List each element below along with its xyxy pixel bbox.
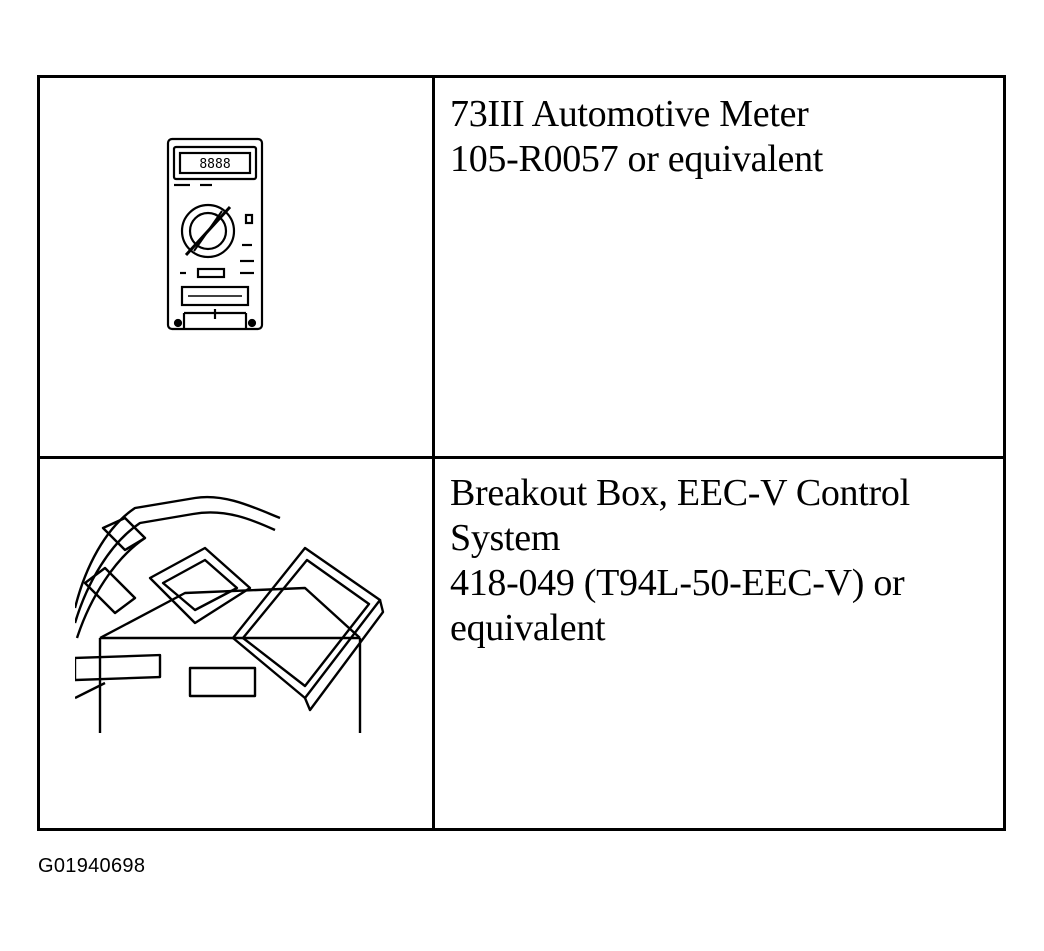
breakout-box-icon	[75, 495, 385, 733]
tool-line: 73III Automotive Meter	[450, 93, 809, 135]
tool-description-meter: 73III Automotive Meter 105-R0057 or equi…	[450, 92, 990, 182]
tool-line: Breakout Box, EEC-V Control	[450, 472, 910, 514]
svg-text:8888: 8888	[199, 157, 230, 172]
tool-line: System	[450, 517, 561, 559]
multimeter-icon: 8888	[166, 137, 264, 331]
tool-description-breakout-box: Breakout Box, EEC-V Control System 418-0…	[450, 471, 990, 651]
column-divider	[432, 78, 435, 828]
tool-line: 418-049 (T94L-50-EEC-V) or	[450, 562, 905, 604]
tool-table: 8888 73III Automotive Meter 105-R0057 or…	[37, 75, 1006, 831]
row-divider	[40, 456, 1003, 459]
figure-id: G01940698	[38, 855, 146, 877]
tool-line: 105-R0057 or equivalent	[450, 138, 824, 180]
tool-line: equivalent	[450, 607, 606, 649]
